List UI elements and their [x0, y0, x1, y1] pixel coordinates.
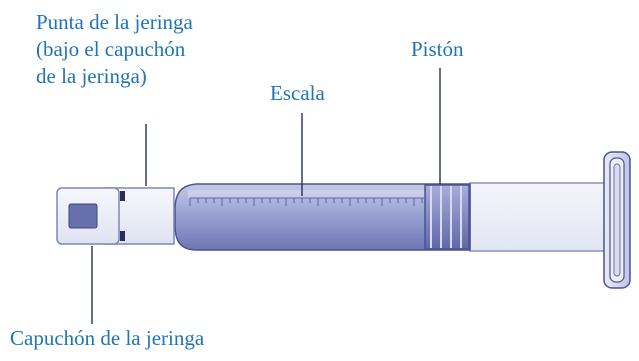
label-syringe-cap: Capuchón de la jeringa: [10, 326, 205, 350]
piston: [424, 184, 470, 250]
leader-lines: [91, 68, 441, 324]
label-syringe-tip-line1: Punta de la jeringa: [36, 10, 193, 34]
label-syringe-tip-line2: (bajo el capuchón: [36, 37, 186, 61]
scale-markings: [189, 197, 424, 206]
label-syringe-tip-line3: de la jeringa): [36, 64, 147, 88]
label-syringe-tip: Punta de la jeringa (bajo el capuchón de…: [36, 9, 193, 90]
label-scale: Escala: [270, 81, 325, 105]
syringe-cap: [56, 187, 120, 245]
syringe-barrel: [174, 183, 471, 251]
label-piston: Pistón: [411, 37, 464, 61]
plunger-rod: [469, 182, 611, 252]
plunger-flange: [603, 151, 631, 289]
